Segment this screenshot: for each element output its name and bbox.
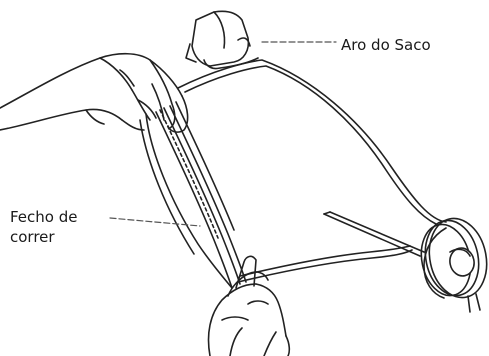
- zipper-seam: [140, 102, 246, 288]
- rod: [324, 212, 424, 256]
- zipper-label: Fecho de correr: [10, 207, 78, 247]
- bag-ring-clip: [186, 11, 258, 68]
- zipper-label-line2: correr: [10, 227, 78, 247]
- bag-end-cap: [415, 213, 489, 312]
- zipper-leader: [110, 218, 200, 226]
- lower-hand: [209, 256, 290, 356]
- bag-ring-label: Aro do Saco: [341, 35, 431, 55]
- zipper-label-line1: Fecho de: [10, 207, 78, 227]
